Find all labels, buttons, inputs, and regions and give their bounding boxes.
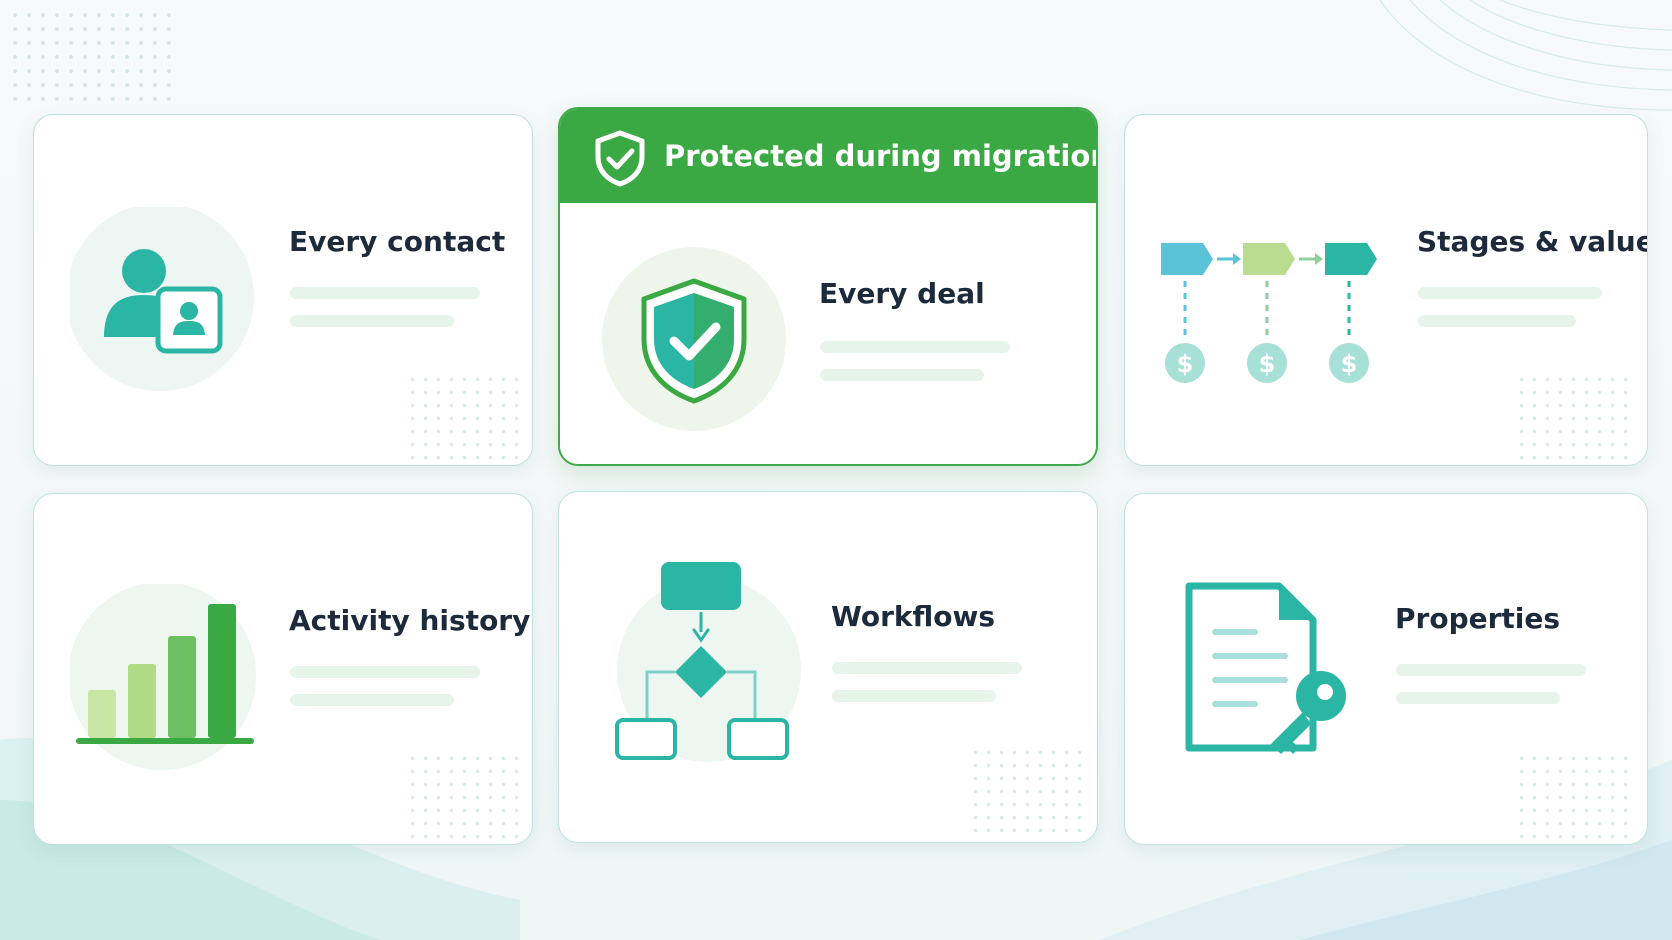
placeholder-line xyxy=(832,690,996,702)
placeholder-line xyxy=(832,662,1022,674)
placeholder-line xyxy=(290,287,480,299)
placeholder-line xyxy=(1418,315,1576,327)
placeholder-line xyxy=(290,315,454,327)
card-title: Stages & values xyxy=(1417,225,1648,258)
card-title: Workflows xyxy=(831,600,996,633)
svg-text:$: $ xyxy=(1259,350,1276,378)
card-activity-history: Activity history xyxy=(33,493,533,845)
shield-check-icon xyxy=(595,130,645,187)
placeholder-line xyxy=(290,694,454,706)
card-title: Every contact xyxy=(289,225,506,258)
decorative-dots xyxy=(1515,752,1635,842)
bar-chart-icon xyxy=(70,584,256,770)
card-every-contact: Every contact xyxy=(33,114,533,466)
svg-text:$: $ xyxy=(1341,350,1358,378)
svg-text:$: $ xyxy=(1177,350,1194,378)
card-workflows: Workflows xyxy=(558,491,1098,843)
card-title: Every deal xyxy=(819,277,985,310)
placeholder-line xyxy=(290,666,480,678)
card-properties: Properties xyxy=(1124,493,1648,845)
workflow-diagram-icon xyxy=(615,562,801,762)
pipeline-stages-icon: $ $ $ xyxy=(1161,243,1377,383)
decorative-dots xyxy=(406,373,526,463)
card-stages-values: $ $ $ Stages & values xyxy=(1124,114,1648,466)
decorative-dots xyxy=(406,752,526,842)
placeholder-line xyxy=(1396,692,1560,704)
card-title: Properties xyxy=(1395,602,1561,635)
shield-check-icon xyxy=(602,247,786,431)
decorative-dots xyxy=(1515,373,1635,463)
background-dots xyxy=(8,8,178,108)
placeholder-line xyxy=(1396,664,1586,676)
card-every-deal: Protected during migration Every deal xyxy=(558,107,1098,466)
placeholder-line xyxy=(820,369,984,381)
decorative-dots xyxy=(969,746,1089,836)
protected-banner: Protected during migration xyxy=(560,109,1096,203)
document-key-icon xyxy=(1185,582,1346,754)
banner-text: Protected during migration xyxy=(664,139,1098,173)
contact-card-icon xyxy=(70,207,254,391)
placeholder-line xyxy=(1418,287,1602,299)
placeholder-line xyxy=(820,341,1010,353)
card-title: Activity history xyxy=(289,604,531,637)
